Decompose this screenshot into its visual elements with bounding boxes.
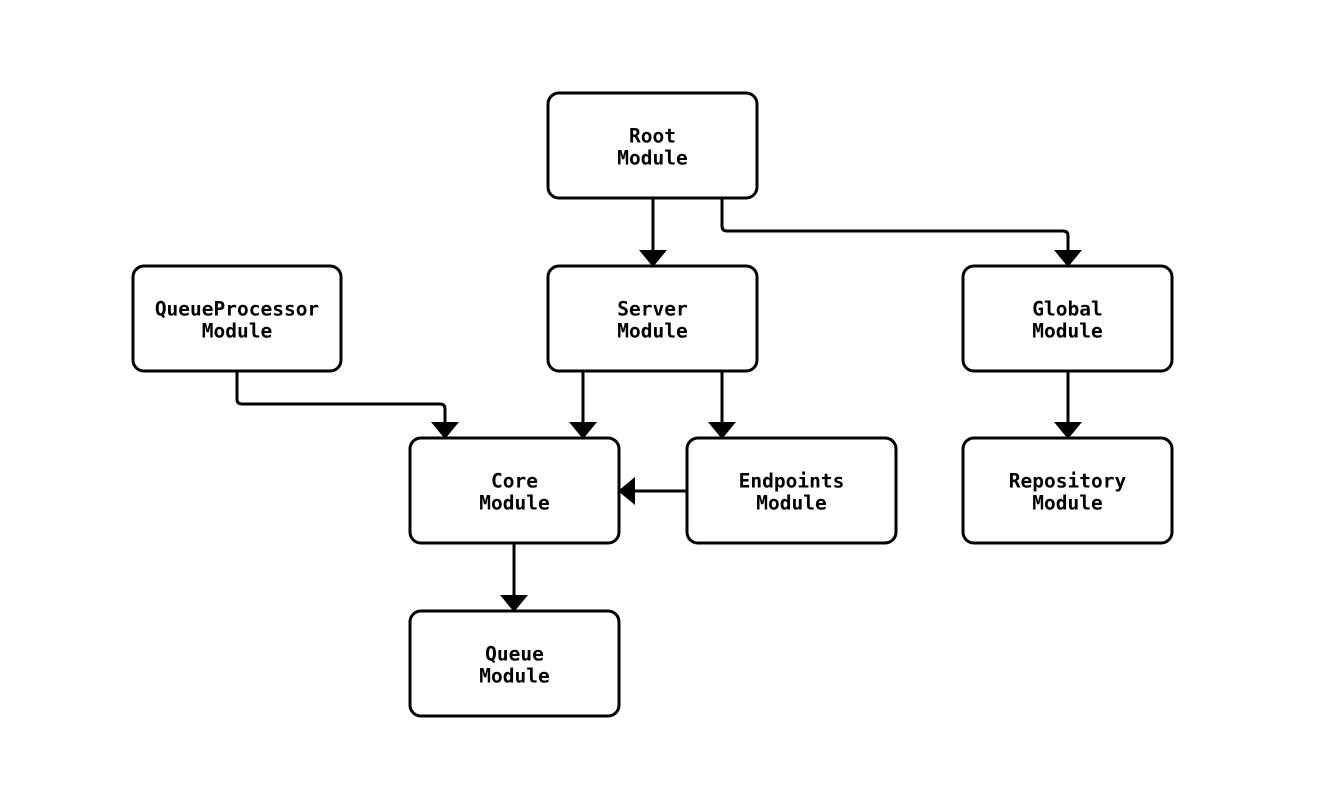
node-label-line: Core bbox=[491, 470, 538, 493]
node-label-line: Repository bbox=[1009, 470, 1127, 493]
node-label-line: Module bbox=[479, 665, 549, 688]
node-label-line: Queue bbox=[485, 643, 544, 666]
node-label-line: Module bbox=[617, 147, 687, 170]
node-label-line: Module bbox=[1032, 320, 1102, 343]
node-label-line: Server bbox=[617, 298, 687, 321]
node-label-line: Module bbox=[202, 320, 272, 343]
node-label-line: Module bbox=[617, 320, 687, 343]
node-label-line: Endpoints bbox=[739, 470, 845, 493]
node-label-line: Module bbox=[479, 492, 549, 515]
node-label-line: Root bbox=[629, 125, 676, 148]
node-label-line: Module bbox=[1032, 492, 1102, 515]
edge-root-module-to-global-module bbox=[720, 198, 1082, 267]
node-label-line: Module bbox=[756, 492, 826, 515]
node-label-line: Global bbox=[1032, 298, 1102, 321]
edges-layer bbox=[235, 198, 1082, 612]
node-label-line: QueueProcessor bbox=[155, 298, 319, 321]
edge-queueprocessor-module-to-core-module bbox=[235, 371, 459, 439]
